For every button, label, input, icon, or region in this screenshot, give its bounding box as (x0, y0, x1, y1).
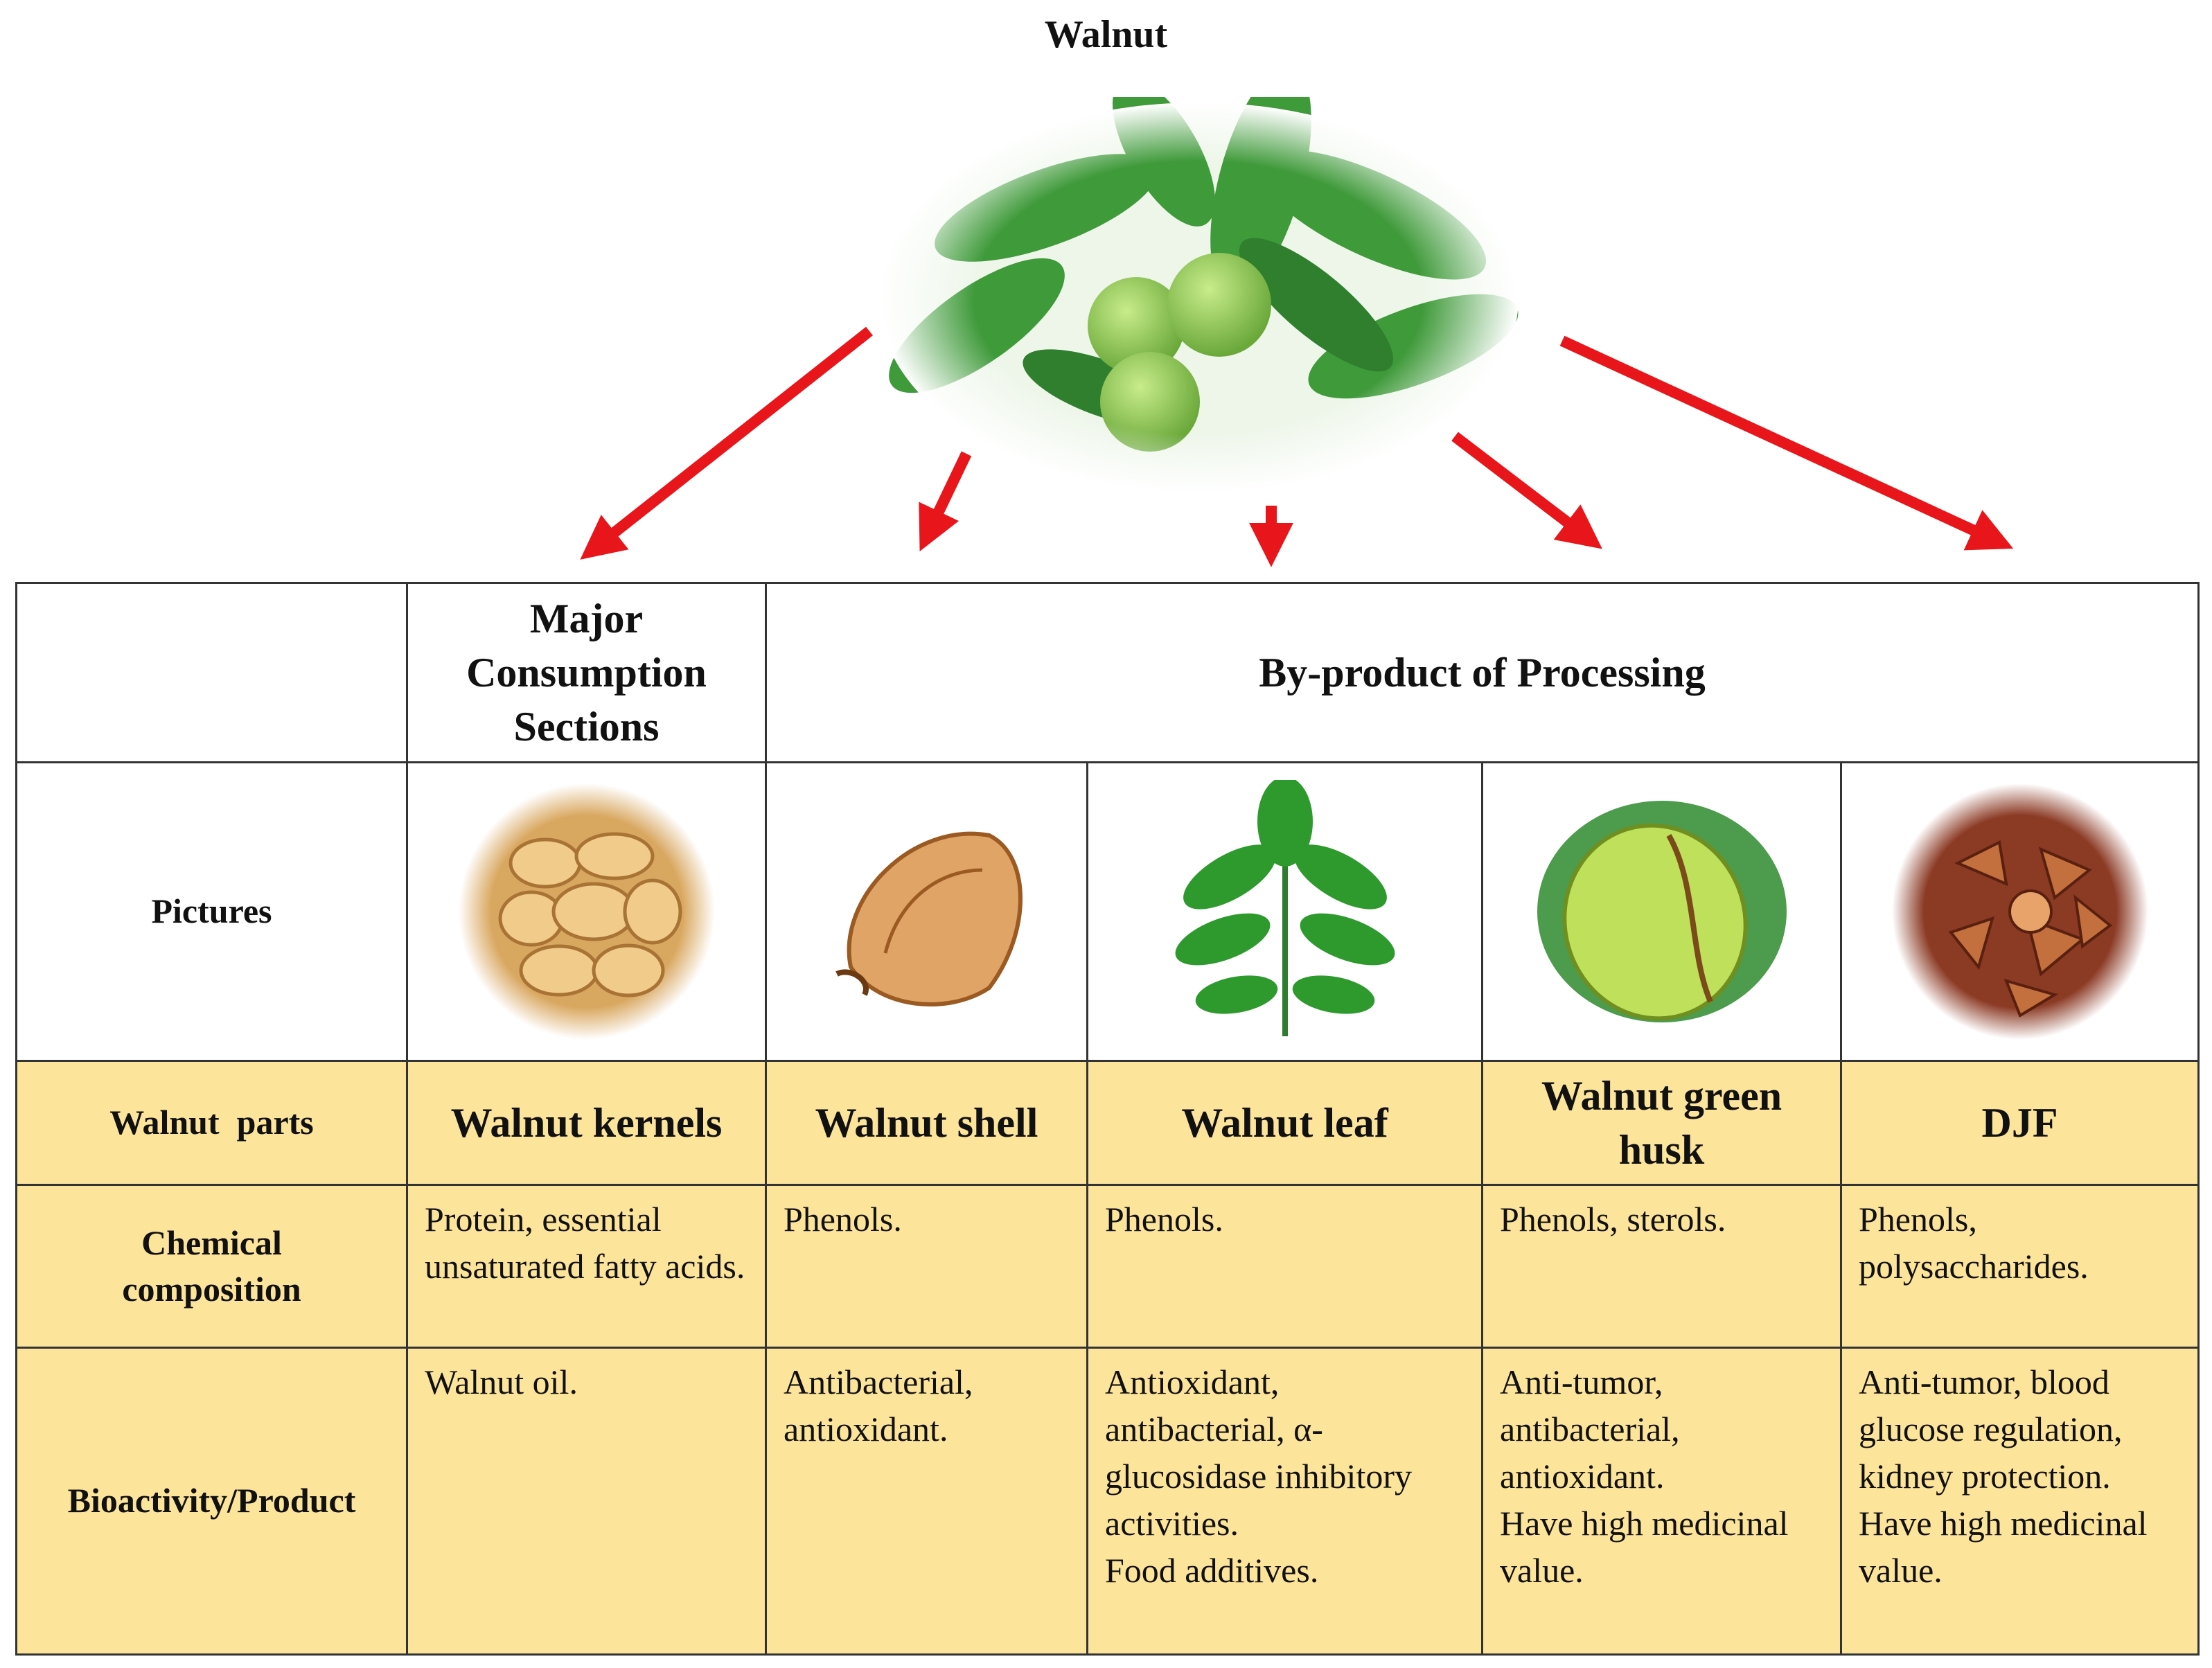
row-label-chemical: Chemical composition (122, 1223, 301, 1309)
bioactivity-line: Antioxidant, antibacterial, α-glucosidas… (1105, 1363, 1412, 1543)
arrows-group (580, 326, 2014, 567)
djf-icon (1891, 783, 2148, 1040)
arrow-to-djf (1559, 335, 2014, 551)
header-corner (15, 582, 408, 763)
row-label-bioactivity: Bioactivity/Product (67, 1481, 356, 1520)
part-shell: Walnut shell (815, 1100, 1038, 1146)
pictures-row: Pictures (15, 761, 2200, 1062)
row-label-pictures: Pictures (151, 891, 272, 931)
bioactivity-green-husk: Anti-tumor, antibacterial, antioxidant. … (1483, 1349, 1840, 1594)
arrow-to-kernels (580, 326, 873, 560)
chemical-composition-row: Chemical composition Protein, essential … (15, 1184, 2200, 1349)
row-label-parts: Walnut parts (109, 1103, 314, 1142)
bioactivity-line: Food additives. (1105, 1551, 1319, 1590)
chemical-djf: Phenols, polysaccharides. (1859, 1200, 2089, 1286)
bioactivity-row: Bioactivity/Product Walnut oil. Antibact… (15, 1347, 2200, 1656)
chemical-kernels: Protein, essential unsaturated fatty aci… (425, 1200, 745, 1286)
header-row: Major Consumption Sections By-product of… (15, 582, 2200, 763)
part-green-husk: Walnut green husk (1541, 1073, 1782, 1173)
arrow-to-husk (1451, 432, 1602, 549)
arrow-to-shell (919, 451, 972, 551)
bioactivity-line: Antibacterial, antioxidant. (784, 1363, 973, 1448)
bioactivity-line: Anti-tumor, blood glucose regulation, ki… (1859, 1363, 2123, 1496)
bioactivity-kernels: Walnut oil. (408, 1349, 765, 1405)
header-byproduct: By-product of Processing (1259, 650, 1706, 695)
chemical-green-husk: Phenols, sterols. (1500, 1200, 1726, 1239)
bioactivity-line: Walnut oil. (425, 1363, 578, 1401)
walnut-shell-icon (835, 831, 1023, 1006)
part-djf: DJF (1981, 1100, 2058, 1146)
walnut-kernel-icon (458, 783, 715, 1040)
green-husk-icon (1537, 801, 1787, 1022)
bioactivity-shell: Antibacterial, antioxidant. (767, 1349, 1086, 1453)
walnut-parts-row: Walnut parts Walnut kernels Walnut shell… (15, 1060, 2200, 1186)
header-major-consumption: Major Consumption Sections (466, 596, 707, 749)
chemical-shell: Phenols. (784, 1200, 902, 1239)
walnut-leaf-icon (1175, 780, 1395, 1036)
bioactivity-line: Anti-tumor, antibacterial, antioxidant. (1500, 1363, 1680, 1496)
bioactivity-line: Have high medicinal value. (1500, 1504, 1789, 1590)
walnut-tree-photo (878, 97, 1519, 493)
bioactivity-leaf: Antioxidant, antibacterial, α-glucosidas… (1088, 1349, 1481, 1594)
walnut-parts-table: Major Consumption Sections By-product of… (15, 582, 2200, 1656)
chemical-leaf: Phenols. (1105, 1200, 1223, 1239)
part-kernels: Walnut kernels (450, 1100, 723, 1146)
diagram-title: Walnut (1044, 13, 1168, 56)
part-leaf: Walnut leaf (1181, 1100, 1388, 1146)
bioactivity-line: Have high medicinal value. (1859, 1504, 2148, 1590)
bioactivity-djf: Anti-tumor, blood glucose regulation, ki… (1842, 1349, 2197, 1594)
